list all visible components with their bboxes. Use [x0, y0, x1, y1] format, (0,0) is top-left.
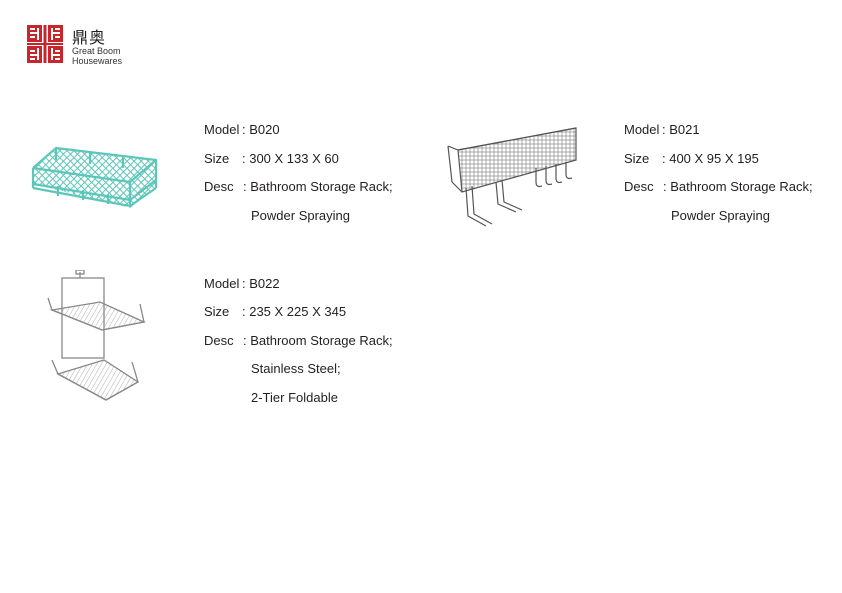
brand-logo	[27, 25, 63, 63]
size-value: : 235 X 225 X 345	[242, 304, 347, 319]
size-label: Size	[204, 151, 230, 166]
brand-name-line2: Housewares	[72, 56, 123, 66]
size-value: : 300 X 133 X 60	[242, 151, 339, 166]
brand-name-line1: Great Boom	[72, 46, 121, 56]
product-image-b020	[31, 146, 158, 208]
desc-label: Desc	[624, 179, 654, 194]
desc-value: Powder Spraying	[671, 208, 770, 223]
desc-label: Desc	[204, 179, 234, 194]
size-label: Size	[624, 151, 650, 166]
size-label: Size	[204, 304, 230, 319]
desc-value: : Bathroom Storage Rack;	[243, 179, 393, 194]
model-label: Model	[204, 122, 240, 137]
desc-label: Desc	[204, 333, 234, 348]
desc-value: 2-Tier Foldable	[251, 390, 338, 405]
model-value: : B020	[242, 122, 280, 137]
model-label: Model	[204, 276, 240, 291]
model-label: Model	[624, 122, 660, 137]
product-image-b021	[447, 127, 577, 227]
brand-name-en: Great Boom Housewares	[72, 46, 122, 66]
brand-name-cn: 鼎奥	[72, 28, 107, 47]
desc-value: Stainless Steel;	[251, 361, 341, 376]
desc-value: : Bathroom Storage Rack;	[243, 333, 393, 348]
model-value: : B021	[662, 122, 700, 137]
desc-value: Powder Spraying	[251, 208, 350, 223]
product-image-b022	[47, 270, 147, 401]
desc-value: : Bathroom Storage Rack;	[663, 179, 813, 194]
size-value: : 400 X 95 X 195	[662, 151, 759, 166]
model-value: : B022	[242, 276, 280, 291]
